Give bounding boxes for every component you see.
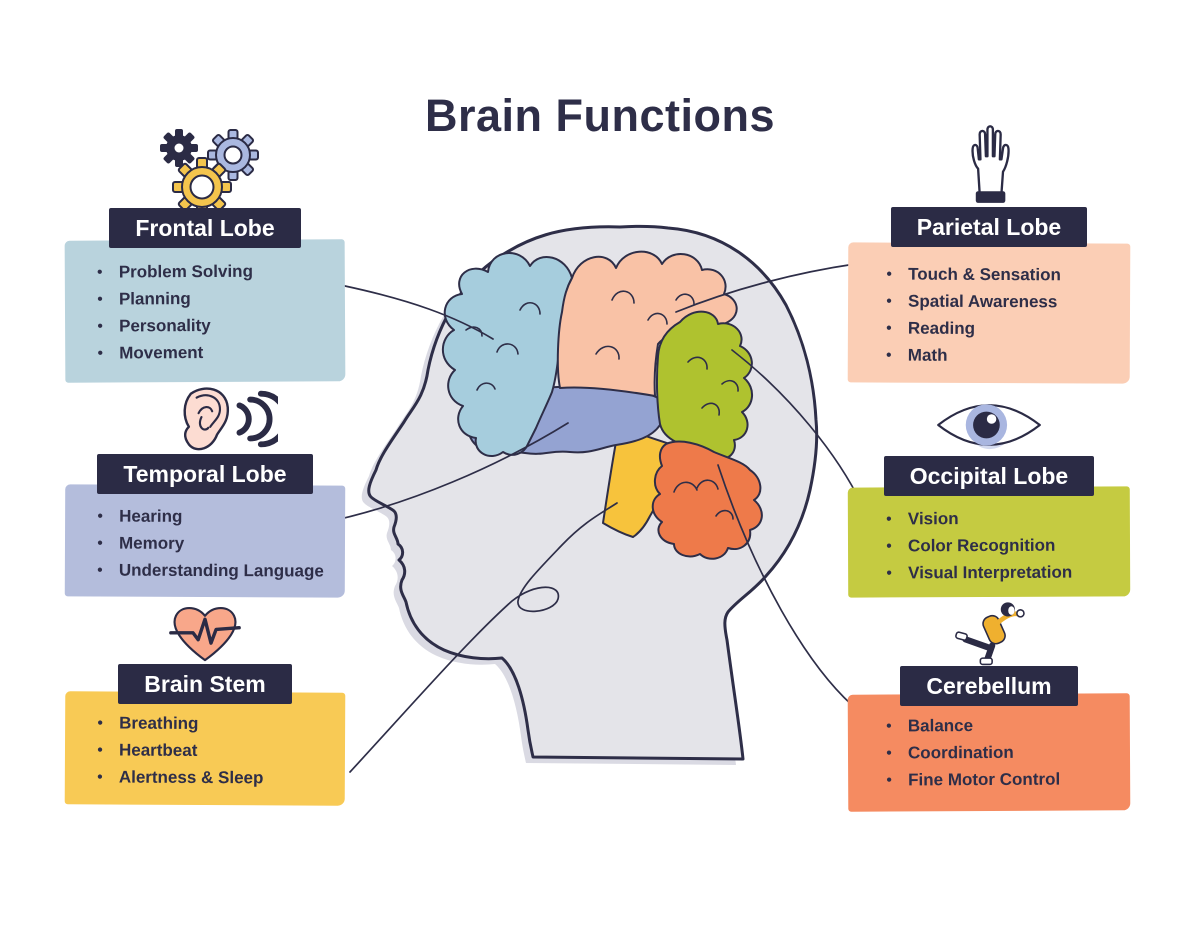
parietal-lobe-box: Touch & Sensation Spatial Awareness Read… [847,242,1131,384]
hand-icon [971,125,1010,203]
parietal-lobe-header: Parietal Lobe [890,207,1088,247]
temporal-lobe-box: Hearing Memory Understanding Language [64,484,346,598]
panel-frontal-lobe: Frontal Lobe Problem Solving Planning Pe… [64,124,346,383]
list-item: Understanding Language [95,557,335,585]
list-item: Personality [95,311,335,339]
panel-parietal-lobe: Parietal Lobe Touch & Sensation Spatial … [847,122,1131,384]
temporal-lobe-header: Temporal Lobe [97,454,313,494]
list-item: Memory [95,530,335,558]
list-item: Color Recognition [884,531,1120,559]
frontal-lobe-list: Problem Solving Planning Personality Mov… [65,239,346,366]
frontal-lobe-box: Problem Solving Planning Personality Mov… [64,239,346,383]
occipital-lobe-region [655,310,753,460]
list-item: Fine Motor Control [884,765,1120,793]
connector-temporal [321,422,569,524]
connector-brainstem [349,502,618,773]
connector-cerebellum [717,464,861,713]
panel-brain-stem: Brain Stem Breathing Heartbeat Alertness… [64,597,346,806]
parietal-lobe-list: Touch & Sensation Spatial Awareness Read… [848,242,1131,369]
cerebellum-region [651,440,763,560]
list-item: Balance [884,711,1120,739]
occipital-lobe-title: Occipital Lobe [909,463,1069,489]
occipital-lobe-box: Vision Color Recognition Visual Interpre… [847,486,1131,598]
connector-occipital [731,349,863,506]
connector-lines [321,263,863,773]
cerebellum-title: Cerebellum [926,673,1052,699]
list-item: Math [884,342,1120,370]
occipital-lobe-header: Occipital Lobe [883,456,1095,496]
frontal-lobe-header: Frontal Lobe [109,208,301,248]
connector-frontal [344,285,494,340]
connector-parietal [675,263,856,313]
frontal-lobe-title: Frontal Lobe [135,215,275,241]
list-item: Problem Solving [95,257,335,285]
list-item: Breathing [95,709,335,737]
panel-cerebellum: Cerebellum Balance Coordination Fine Mot… [847,600,1131,812]
page-title: Brain Functions [424,90,775,142]
list-item: Spatial Awareness [884,288,1120,316]
list-item: Heartbeat [95,736,335,764]
brain-stem-title: Brain Stem [144,671,266,697]
cerebellum-header: Cerebellum [900,666,1078,706]
list-item: Planning [95,284,335,312]
gears-icon [160,129,259,216]
list-item: Vision [884,504,1120,532]
parietal-lobe-title: Parietal Lobe [916,214,1062,240]
list-item: Coordination [884,738,1120,766]
panel-occipital-lobe: Occipital Lobe Vision Color Recognition … [847,394,1131,598]
panel-temporal-lobe: Temporal Lobe Hearing Memory Understandi… [64,384,346,598]
list-item: Reading [884,315,1120,343]
brain-stem-list: Breathing Heartbeat Alertness & Sleep [65,691,346,791]
list-item: Movement [95,338,335,366]
list-item: Visual Interpretation [884,558,1120,586]
list-item: Alertness & Sleep [95,763,335,791]
ear-icon [183,387,278,451]
temporal-lobe-title: Temporal Lobe [123,461,287,487]
balancing-person-icon [955,602,1025,666]
brain-stem-box: Breathing Heartbeat Alertness & Sleep [64,691,346,806]
list-item: Hearing [95,503,335,531]
cerebellum-list: Balance Coordination Fine Motor Control [848,693,1131,793]
brain-squiggles [465,290,739,520]
frontal-lobe-region [441,252,573,457]
occipital-lobe-list: Vision Color Recognition Visual Interpre… [848,486,1130,586]
list-item: Touch & Sensation [884,261,1120,289]
temporal-lobe-list: Hearing Memory Understanding Language [65,484,345,584]
cerebellum-box: Balance Coordination Fine Motor Control [847,693,1131,812]
brain-stem-header: Brain Stem [118,664,292,704]
eye-icon [937,404,1041,450]
heart-pulse-icon [169,607,241,662]
